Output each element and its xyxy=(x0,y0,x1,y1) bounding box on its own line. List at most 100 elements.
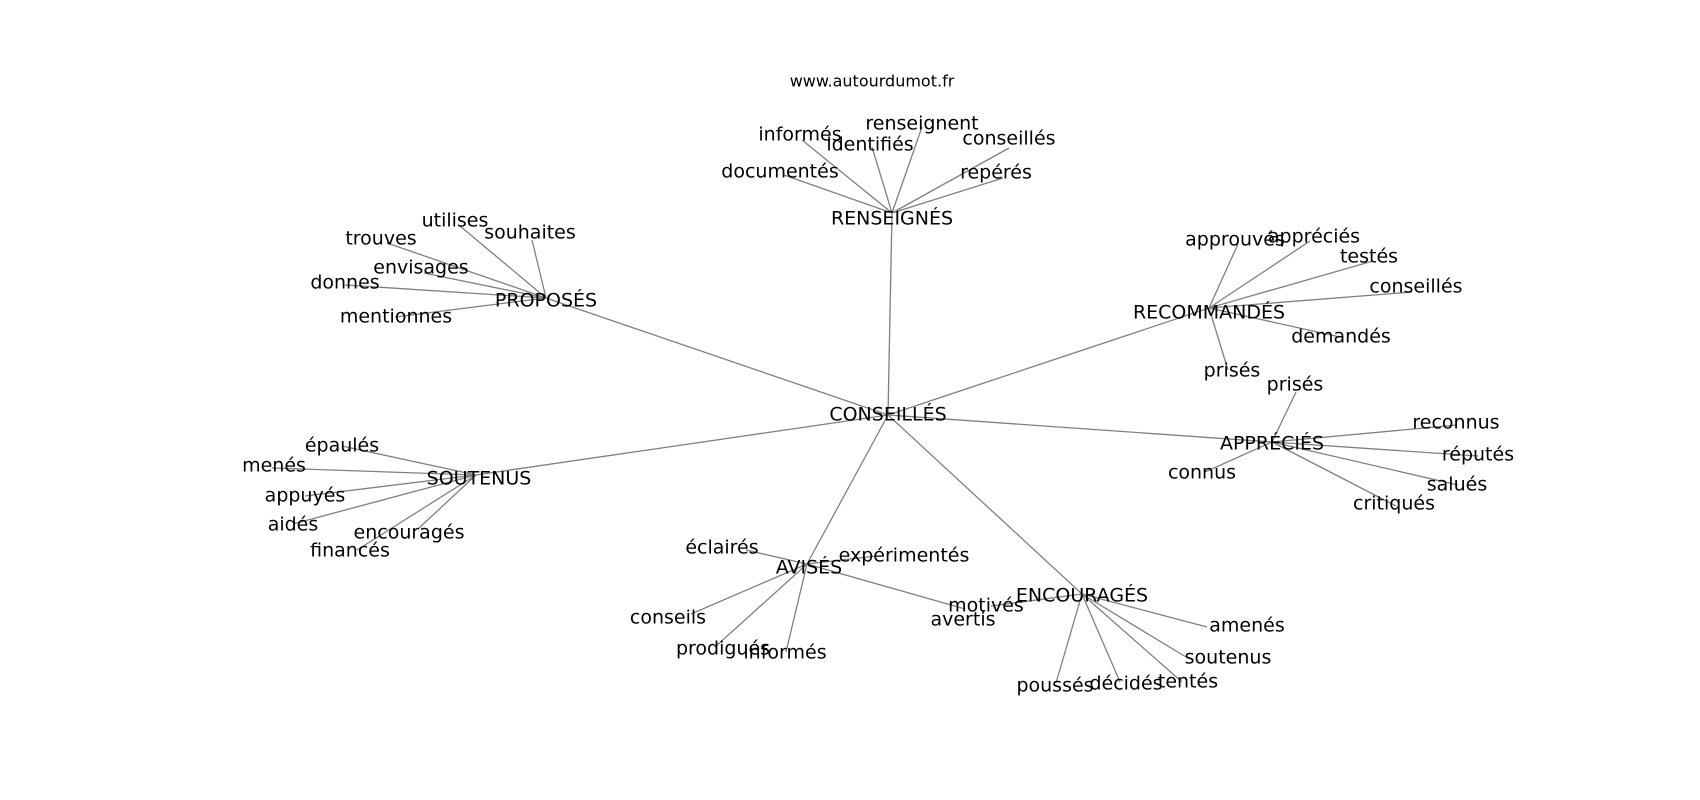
edge-hub-to-leaf xyxy=(714,563,808,648)
edge-hub-to-leaf xyxy=(1055,593,1083,684)
edge-hub-to-leaf xyxy=(806,563,966,610)
edge-center-to-hub xyxy=(475,414,889,476)
edge-hub-to-leaf xyxy=(344,284,547,299)
edge-hub-to-leaf xyxy=(1208,291,1413,309)
leaf-word-node[interactable]: approuvés xyxy=(1185,229,1285,251)
edge-hub-to-leaf xyxy=(1208,240,1311,309)
edge-hub-to-leaf xyxy=(891,177,1004,214)
edge-hub-to-leaf xyxy=(386,242,547,299)
edges-layer xyxy=(271,126,1479,684)
leaf-word-node[interactable]: repérés xyxy=(960,162,1032,184)
edge-hub-to-leaf xyxy=(801,139,893,214)
leaf-word-node[interactable]: donnes xyxy=(310,272,379,294)
leaf-word-node[interactable]: renseignent xyxy=(865,113,978,135)
edge-hub-to-leaf xyxy=(1208,260,1374,309)
edge-hub-to-leaf xyxy=(806,555,877,565)
leaf-word-node[interactable]: conseillés xyxy=(1369,276,1462,298)
edge-hub-to-leaf xyxy=(1271,441,1479,457)
center-word-node[interactable]: CONSEILLÉS xyxy=(829,403,946,426)
leaf-word-node[interactable]: demandés xyxy=(1291,326,1391,348)
leaf-word-node[interactable]: motivés xyxy=(948,595,1024,617)
edge-hub-to-leaf xyxy=(531,239,547,299)
leaf-word-node[interactable]: utilises xyxy=(422,210,489,232)
hub-word-node[interactable]: RENSEIGNÉS xyxy=(831,207,953,230)
edge-center-to-hub xyxy=(887,414,1083,595)
leaf-word-node[interactable]: épaulés xyxy=(305,435,379,457)
edge-hub-to-leaf xyxy=(1271,441,1397,507)
leaf-word-node[interactable]: poussés xyxy=(1016,675,1093,697)
edge-hub-to-leaf xyxy=(1081,593,1208,628)
edge-hub-to-leaf xyxy=(1208,307,1229,371)
edge-center-to-hub xyxy=(887,307,1210,416)
edge-hub-to-leaf xyxy=(990,593,1083,607)
edge-hub-to-leaf xyxy=(871,146,893,214)
leaf-word-node[interactable]: conseillés xyxy=(962,128,1055,150)
edge-hub-to-leaf xyxy=(356,474,477,551)
hub-word-node[interactable]: SOUTENUS xyxy=(427,468,532,490)
leaf-word-node[interactable]: informés xyxy=(758,124,841,146)
leaf-word-node[interactable]: trouves xyxy=(345,228,416,250)
edge-hub-to-leaf xyxy=(1271,424,1458,443)
leaf-word-node[interactable]: prisés xyxy=(1267,374,1324,396)
leaf-word-node[interactable]: aidés xyxy=(268,514,319,536)
source-url: www.autourdumot.fr xyxy=(790,72,955,91)
leaf-word-node[interactable]: menés xyxy=(242,455,306,477)
labels-layer: CONSEILLÉSRENSEIGNÉSinformésidentifiésre… xyxy=(242,113,1514,697)
leaf-word-node[interactable]: expérimentés xyxy=(839,545,970,567)
edge-hub-to-leaf xyxy=(783,174,893,214)
edge-hub-to-leaf xyxy=(304,474,477,497)
leaf-word-node[interactable]: prodigués xyxy=(676,638,770,660)
edge-center-to-hub xyxy=(887,212,893,416)
edge-hub-to-leaf xyxy=(891,147,1010,214)
leaf-word-node[interactable]: éclairés xyxy=(685,537,758,559)
edge-hub-to-leaf xyxy=(785,563,808,653)
edge-center-to-hub xyxy=(806,414,889,565)
leaf-word-node[interactable]: mentionnes xyxy=(340,306,452,328)
edge-hub-to-leaf xyxy=(423,272,547,299)
hub-word-node[interactable]: ENCOURAGÉS xyxy=(1016,584,1148,607)
hub-word-node[interactable]: RECOMMANDÉS xyxy=(1133,301,1285,324)
leaf-word-node[interactable]: encouragés xyxy=(354,522,465,544)
leaf-word-node[interactable]: décidés xyxy=(1089,673,1162,695)
leaf-word-node[interactable]: souhaites xyxy=(484,222,576,244)
leaf-word-node[interactable]: avertis xyxy=(930,609,995,631)
edge-hub-to-leaf xyxy=(271,467,477,476)
edge-hub-to-leaf xyxy=(394,297,547,318)
hub-word-node[interactable]: AVISÉS xyxy=(776,556,843,579)
leaf-word-node[interactable]: tentés xyxy=(1158,671,1218,693)
leaf-word-node[interactable]: reconnus xyxy=(1412,412,1499,434)
edge-hub-to-leaf xyxy=(418,474,477,529)
edge-hub-to-leaf xyxy=(690,563,808,615)
leaf-word-node[interactable]: amenés xyxy=(1209,615,1284,637)
leaf-word-node[interactable]: appréciés xyxy=(1268,226,1360,248)
edge-hub-to-leaf xyxy=(292,474,477,525)
edge-hub-to-leaf xyxy=(459,225,547,299)
leaf-word-node[interactable]: soutenus xyxy=(1185,647,1272,669)
edge-hub-to-leaf xyxy=(1271,391,1297,443)
leaf-word-node[interactable]: salués xyxy=(1427,474,1487,496)
edge-hub-to-leaf xyxy=(1208,307,1341,338)
leaf-word-node[interactable]: financés xyxy=(310,540,390,562)
leaf-word-node[interactable]: appuyés xyxy=(265,485,346,507)
leaf-word-node[interactable]: conseils xyxy=(630,607,706,629)
hub-word-node[interactable]: PROPOSÉS xyxy=(495,289,597,312)
edge-hub-to-leaf xyxy=(891,126,923,214)
leaf-word-node[interactable]: critiqués xyxy=(1353,493,1435,515)
leaf-word-node[interactable]: envisages xyxy=(373,257,468,279)
edge-hub-to-leaf xyxy=(745,549,808,565)
edge-hub-to-leaf xyxy=(341,445,477,476)
leaf-word-node[interactable]: prisés xyxy=(1204,360,1261,382)
leaf-word-node[interactable]: connus xyxy=(1168,462,1236,484)
edge-hub-to-leaf xyxy=(1081,593,1183,683)
hub-word-node[interactable]: APPRÉCIÉS xyxy=(1220,432,1324,455)
edge-hub-to-leaf xyxy=(1204,441,1273,473)
leaf-word-node[interactable]: réputés xyxy=(1442,444,1514,466)
leaf-word-node[interactable]: informés xyxy=(743,642,826,664)
edge-hub-to-leaf xyxy=(1208,243,1239,309)
leaf-word-node[interactable]: identifiés xyxy=(826,134,913,156)
edge-center-to-hub xyxy=(887,414,1273,443)
leaf-word-node[interactable]: testés xyxy=(1340,246,1398,268)
edge-center-to-hub xyxy=(545,297,889,416)
leaf-word-node[interactable]: documentés xyxy=(721,161,838,183)
